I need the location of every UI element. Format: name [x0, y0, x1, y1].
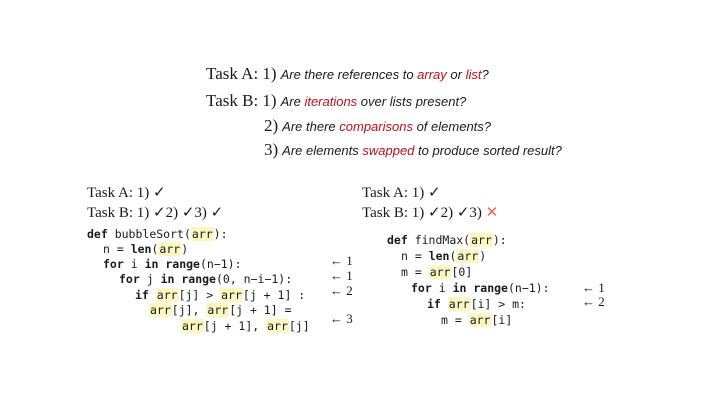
keyword-comparisons: comparisons: [339, 119, 413, 134]
code-line: for i in range(n−1):: [411, 281, 550, 295]
question-text: Are iterations over lists present?: [280, 94, 467, 109]
task-b-label: Task B: 1): [206, 91, 277, 110]
question-text: Are there references to array or list?: [280, 67, 489, 82]
annotation-arrow: ← 3: [330, 311, 353, 326]
code-line: def bubbleSort(arr):: [87, 227, 228, 241]
question-number: 2): [264, 116, 279, 135]
right-task-a-result: Task A: 1) ✓: [362, 185, 441, 201]
question-task-b-1: Task B: 1) Are iterations over lists pre…: [206, 91, 466, 111]
code-line: arr[j + 1], arr[j]: [181, 319, 310, 333]
code-line: for j in range(0, n−i−1):: [119, 272, 293, 286]
question-task-b-2: 2) Are there comparisons of elements?: [264, 116, 491, 136]
question-number: 3): [264, 140, 279, 159]
annotation-arrow: ← 1: [330, 268, 353, 283]
right-task-b-result: Task B: 1) ✓2) ✓3) ✕: [362, 205, 499, 221]
keyword-swapped: swapped: [362, 143, 415, 158]
annotation-arrow: ← 2: [330, 283, 353, 298]
keyword-list: list: [465, 67, 482, 82]
question-task-a-1: Task A: 1) Are there references to array…: [206, 64, 489, 84]
left-task-a-result: Task A: 1) ✓: [87, 185, 166, 201]
annotation-arrow: ← 1: [330, 253, 353, 268]
keyword-iterations: iterations: [304, 94, 358, 109]
keyword-array: array: [417, 67, 447, 82]
question-text: Are there comparisons of elements?: [282, 119, 492, 134]
code-line: arr[j], arr[j + 1] =: [149, 303, 292, 317]
code-line: n = len(arr): [401, 249, 487, 263]
code-line: m = arr[i]: [441, 313, 513, 327]
task-a-label: Task A: 1): [206, 64, 277, 83]
left-task-b-result: Task B: 1) ✓2) ✓3) ✓: [87, 205, 224, 221]
question-text: Are elements swapped to produce sorted r…: [282, 143, 562, 158]
annotation-arrow: ← 2: [582, 294, 605, 309]
code-line: n = len(arr): [103, 242, 189, 256]
cross-icon: ✕: [485, 205, 499, 221]
code-line: m = arr[0]: [401, 265, 473, 279]
question-task-b-3: 3) Are elements swapped to produce sorte…: [264, 140, 562, 160]
code-line: if arr[i] > m:: [427, 297, 526, 311]
annotation-arrow: ← 1: [582, 280, 605, 295]
code-line: for i in range(n−1):: [103, 257, 242, 271]
code-line: def findMax(arr):: [387, 233, 507, 247]
code-line: if arr[j] > arr[j + 1] :: [135, 288, 306, 302]
